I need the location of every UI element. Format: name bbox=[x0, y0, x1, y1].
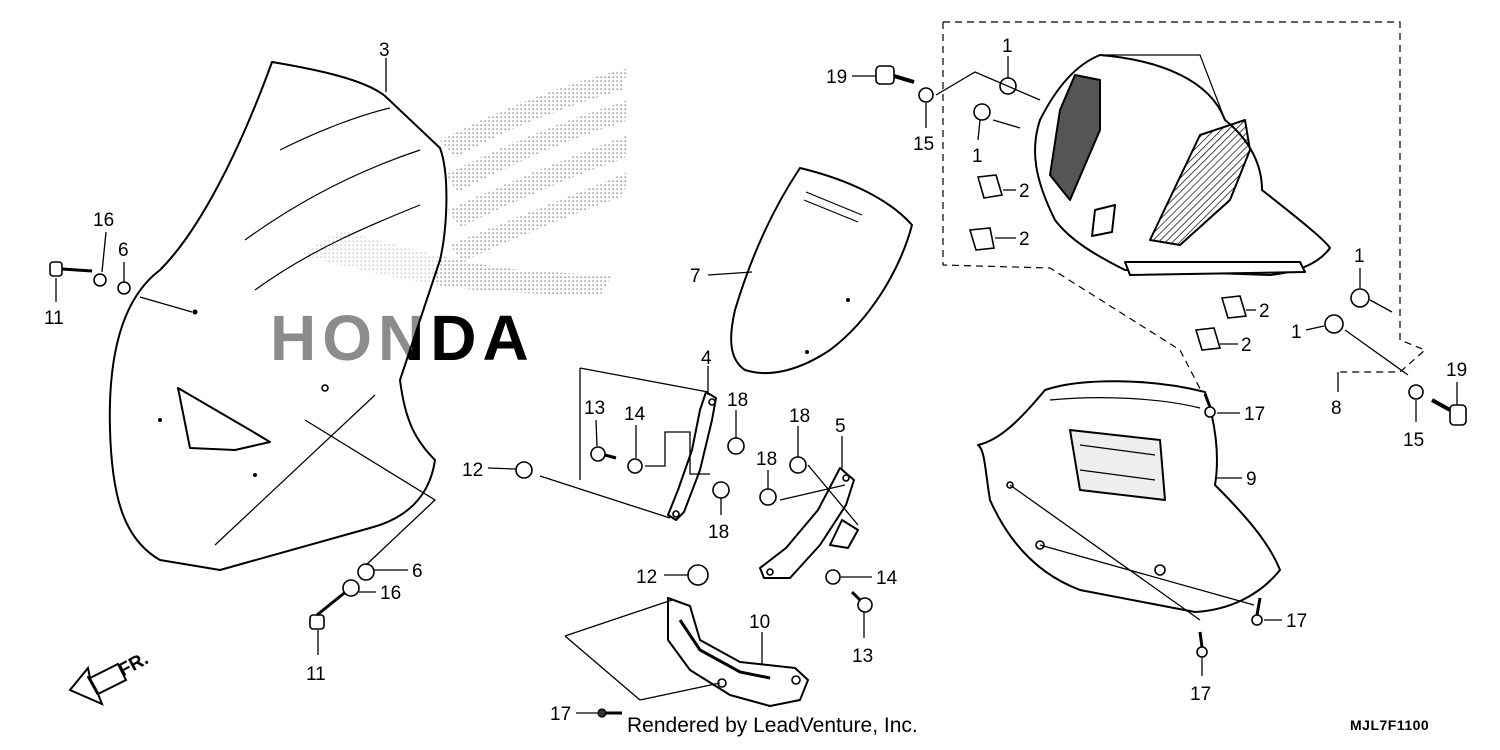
callout-2-c: 2 bbox=[1259, 301, 1270, 322]
bolt-19-top[interactable] bbox=[875, 65, 915, 85]
callout-2-d: 2 bbox=[1241, 335, 1252, 356]
callout-18-b: 18 bbox=[708, 522, 729, 543]
callout-7: 7 bbox=[690, 266, 701, 287]
callout-15-bottom: 15 bbox=[1403, 430, 1424, 451]
washer-6-bottom[interactable] bbox=[357, 563, 375, 581]
credit-text: Rendered by LeadVenture, Inc. bbox=[627, 714, 918, 737]
bolt-19-bottom[interactable] bbox=[1431, 398, 1467, 426]
washer-14-lower[interactable] bbox=[825, 569, 841, 585]
stay-bracket-right[interactable] bbox=[759, 467, 859, 579]
front-direction-indicator: FR. bbox=[68, 648, 152, 706]
nut-1-b[interactable] bbox=[973, 103, 991, 121]
callout-12-upper: 12 bbox=[462, 460, 483, 481]
meter-visor[interactable] bbox=[730, 167, 913, 374]
callout-16-top: 16 bbox=[93, 210, 114, 231]
callout-10: 10 bbox=[749, 612, 770, 633]
meter-panel[interactable] bbox=[977, 380, 1281, 621]
screw-17-meter-right[interactable] bbox=[1251, 597, 1263, 626]
washer-14-upper[interactable] bbox=[627, 458, 643, 474]
upper-fairing[interactable] bbox=[942, 21, 1427, 409]
callout-14-upper: 14 bbox=[624, 404, 646, 425]
screw-13-upper[interactable] bbox=[590, 446, 617, 462]
callout-1-d: 1 bbox=[1291, 322, 1302, 343]
callout-6-bottom: 6 bbox=[412, 561, 423, 582]
callout-14-lower: 14 bbox=[876, 568, 898, 589]
callout-15-top: 15 bbox=[913, 134, 934, 155]
callout-9: 9 bbox=[1246, 469, 1257, 490]
screw-17-upper-right[interactable] bbox=[1203, 393, 1216, 418]
callout-6-top: 6 bbox=[118, 240, 129, 261]
clip-2-d[interactable] bbox=[1194, 327, 1222, 351]
callout-1-a: 1 bbox=[1002, 36, 1013, 57]
callout-11-top: 11 bbox=[44, 308, 64, 329]
callout-16-bottom: 16 bbox=[380, 583, 401, 604]
bolt-11-top[interactable] bbox=[49, 261, 93, 277]
washer-16-bottom[interactable] bbox=[342, 579, 360, 597]
callout-17-upper-right: 17 bbox=[1244, 404, 1265, 425]
clip-2-a[interactable] bbox=[976, 174, 1004, 199]
callout-18-c: 18 bbox=[789, 406, 810, 427]
stay-bracket-left[interactable] bbox=[539, 367, 717, 521]
callout-2-b: 2 bbox=[1019, 229, 1030, 250]
windscreen[interactable] bbox=[108, 61, 448, 571]
callout-19-top: 19 bbox=[826, 67, 847, 88]
callout-2-a: 2 bbox=[1019, 181, 1030, 202]
grommet-18-b[interactable] bbox=[712, 481, 730, 499]
callout-13-upper: 13 bbox=[584, 398, 605, 419]
screw-17-meter-bottom[interactable] bbox=[1196, 631, 1208, 658]
callout-1-b: 1 bbox=[972, 146, 983, 167]
washer-16-top[interactable] bbox=[93, 273, 107, 287]
screw-13-lower[interactable] bbox=[850, 590, 873, 613]
callout-1-c: 1 bbox=[1354, 246, 1365, 267]
callout-19-bottom: 19 bbox=[1446, 360, 1467, 381]
callout-8: 8 bbox=[1331, 398, 1342, 419]
hardware-group bbox=[49, 65, 1467, 718]
grommet-18-d[interactable] bbox=[759, 488, 777, 506]
callout-17-meter-bottom: 17 bbox=[1190, 684, 1211, 705]
screw-17-left[interactable] bbox=[597, 708, 622, 718]
callout-3: 3 bbox=[379, 40, 390, 61]
callout-17-meter-right: 17 bbox=[1286, 611, 1307, 632]
callout-12-lower: 12 bbox=[636, 567, 657, 588]
bolt-11-bottom[interactable] bbox=[309, 588, 349, 630]
callout-13-lower: 13 bbox=[852, 646, 873, 667]
washer-6-top[interactable] bbox=[117, 281, 131, 295]
callout-17-left: 17 bbox=[550, 704, 571, 725]
arrow-left-icon bbox=[68, 662, 128, 706]
clip-2-c[interactable] bbox=[1220, 295, 1248, 319]
washer-15-bottom[interactable] bbox=[1408, 384, 1424, 400]
diagram-code: MJL7F1100 bbox=[1350, 717, 1429, 733]
washer-15-top[interactable] bbox=[918, 87, 934, 103]
spacer-12-upper[interactable] bbox=[515, 461, 533, 479]
grommet-18-c[interactable] bbox=[789, 456, 807, 474]
grommet-18-a[interactable] bbox=[727, 437, 745, 455]
spacer-12-lower[interactable] bbox=[687, 564, 709, 586]
callout-11-bottom: 11 bbox=[306, 664, 326, 685]
callout-18-a: 18 bbox=[727, 390, 748, 411]
nut-1-d[interactable] bbox=[1324, 314, 1344, 334]
callout-4: 4 bbox=[701, 348, 712, 369]
callout-5: 5 bbox=[835, 416, 846, 437]
nut-1-c[interactable] bbox=[1350, 288, 1370, 308]
clip-2-b[interactable] bbox=[968, 227, 995, 251]
callout-18-d: 18 bbox=[756, 449, 777, 470]
lower-cover[interactable] bbox=[564, 597, 809, 707]
callout-labels: 3 16 6 11 6 16 11 7 4 13 14 12 18 18 18 … bbox=[44, 36, 1467, 725]
